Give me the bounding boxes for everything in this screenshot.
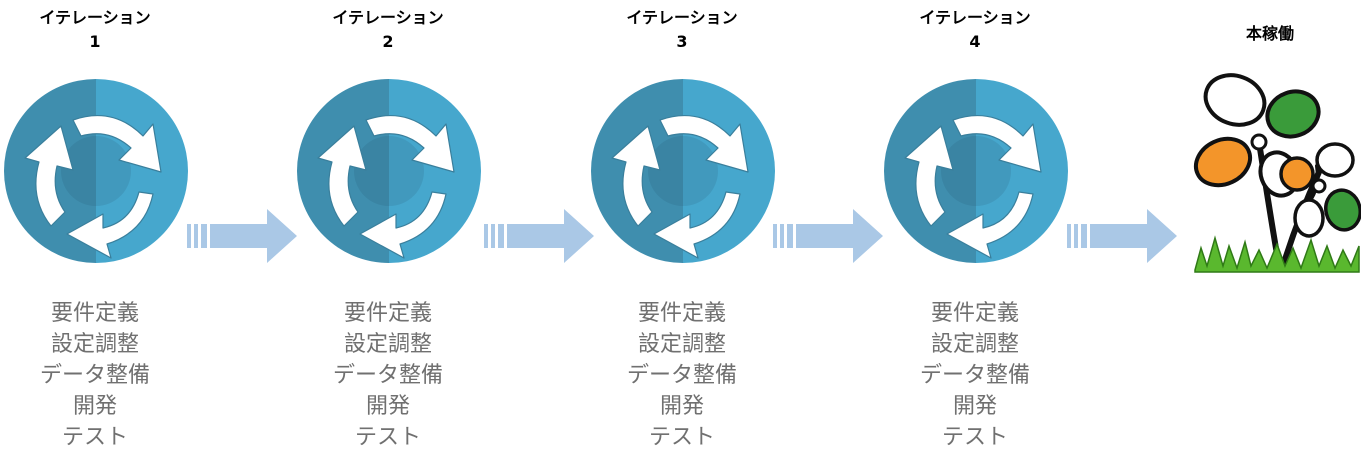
iteration-2: イテレーション 2 要件定義 設定調整 データ整備 開発 テスト [293, 0, 483, 455]
task-item: 開発 [880, 391, 1070, 422]
task-list: 要件定義 設定調整 データ整備 開発 テスト [0, 298, 190, 453]
iteration-number: 4 [880, 30, 1070, 54]
iteration-title-text: イテレーション [587, 6, 777, 30]
iteration-title: イテレーション 4 [880, 6, 1070, 54]
task-list: 要件定義 設定調整 データ整備 開発 テスト [587, 298, 777, 453]
task-item: データ整備 [880, 360, 1070, 391]
iteration-1: イテレーション 1 要件定義 設定調整 データ整備 開発 テスト [0, 0, 190, 455]
refresh-cycle-icon [590, 76, 776, 266]
task-item: 設定調整 [293, 329, 483, 360]
task-item: 要件定義 [880, 298, 1070, 329]
task-item: 開発 [587, 391, 777, 422]
production-title: 本稼働 [1175, 22, 1365, 46]
task-item: 開発 [293, 391, 483, 422]
flower-icon [1193, 70, 1361, 276]
task-item: 要件定義 [587, 298, 777, 329]
task-item: 開発 [0, 391, 190, 422]
iteration-title-text: イテレーション [880, 6, 1070, 30]
task-item: 設定調整 [880, 329, 1070, 360]
right-arrow-icon [773, 207, 885, 265]
task-item: 要件定義 [0, 298, 190, 329]
task-item: 設定調整 [0, 329, 190, 360]
iteration-4: イテレーション 4 要件定義 設定調整 データ整備 開発 テスト [880, 0, 1070, 455]
right-arrow-icon [187, 207, 299, 265]
iteration-title: イテレーション 1 [0, 6, 190, 54]
iteration-number: 2 [293, 30, 483, 54]
task-item: テスト [880, 422, 1070, 453]
iteration-title-text: イテレーション [293, 6, 483, 30]
right-arrow-icon [484, 207, 596, 265]
production-stage: 本稼働 [1175, 0, 1365, 455]
task-item: データ整備 [0, 360, 190, 391]
iteration-number: 1 [0, 30, 190, 54]
iteration-title: イテレーション 3 [587, 6, 777, 54]
task-item: テスト [587, 422, 777, 453]
right-arrow-icon [1067, 207, 1179, 265]
task-item: テスト [0, 422, 190, 453]
task-item: データ整備 [293, 360, 483, 391]
task-item: 設定調整 [587, 329, 777, 360]
iteration-title-text: イテレーション [0, 6, 190, 30]
task-item: テスト [293, 422, 483, 453]
refresh-cycle-icon [3, 76, 189, 266]
task-item: データ整備 [587, 360, 777, 391]
task-item: 要件定義 [293, 298, 483, 329]
iteration-title: イテレーション 2 [293, 6, 483, 54]
refresh-cycle-icon [296, 76, 482, 266]
task-list: 要件定義 設定調整 データ整備 開発 テスト [880, 298, 1070, 453]
task-list: 要件定義 設定調整 データ整備 開発 テスト [293, 298, 483, 453]
iteration-number: 3 [587, 30, 777, 54]
refresh-cycle-icon [883, 76, 1069, 266]
iteration-3: イテレーション 3 要件定義 設定調整 データ整備 開発 テスト [587, 0, 777, 455]
